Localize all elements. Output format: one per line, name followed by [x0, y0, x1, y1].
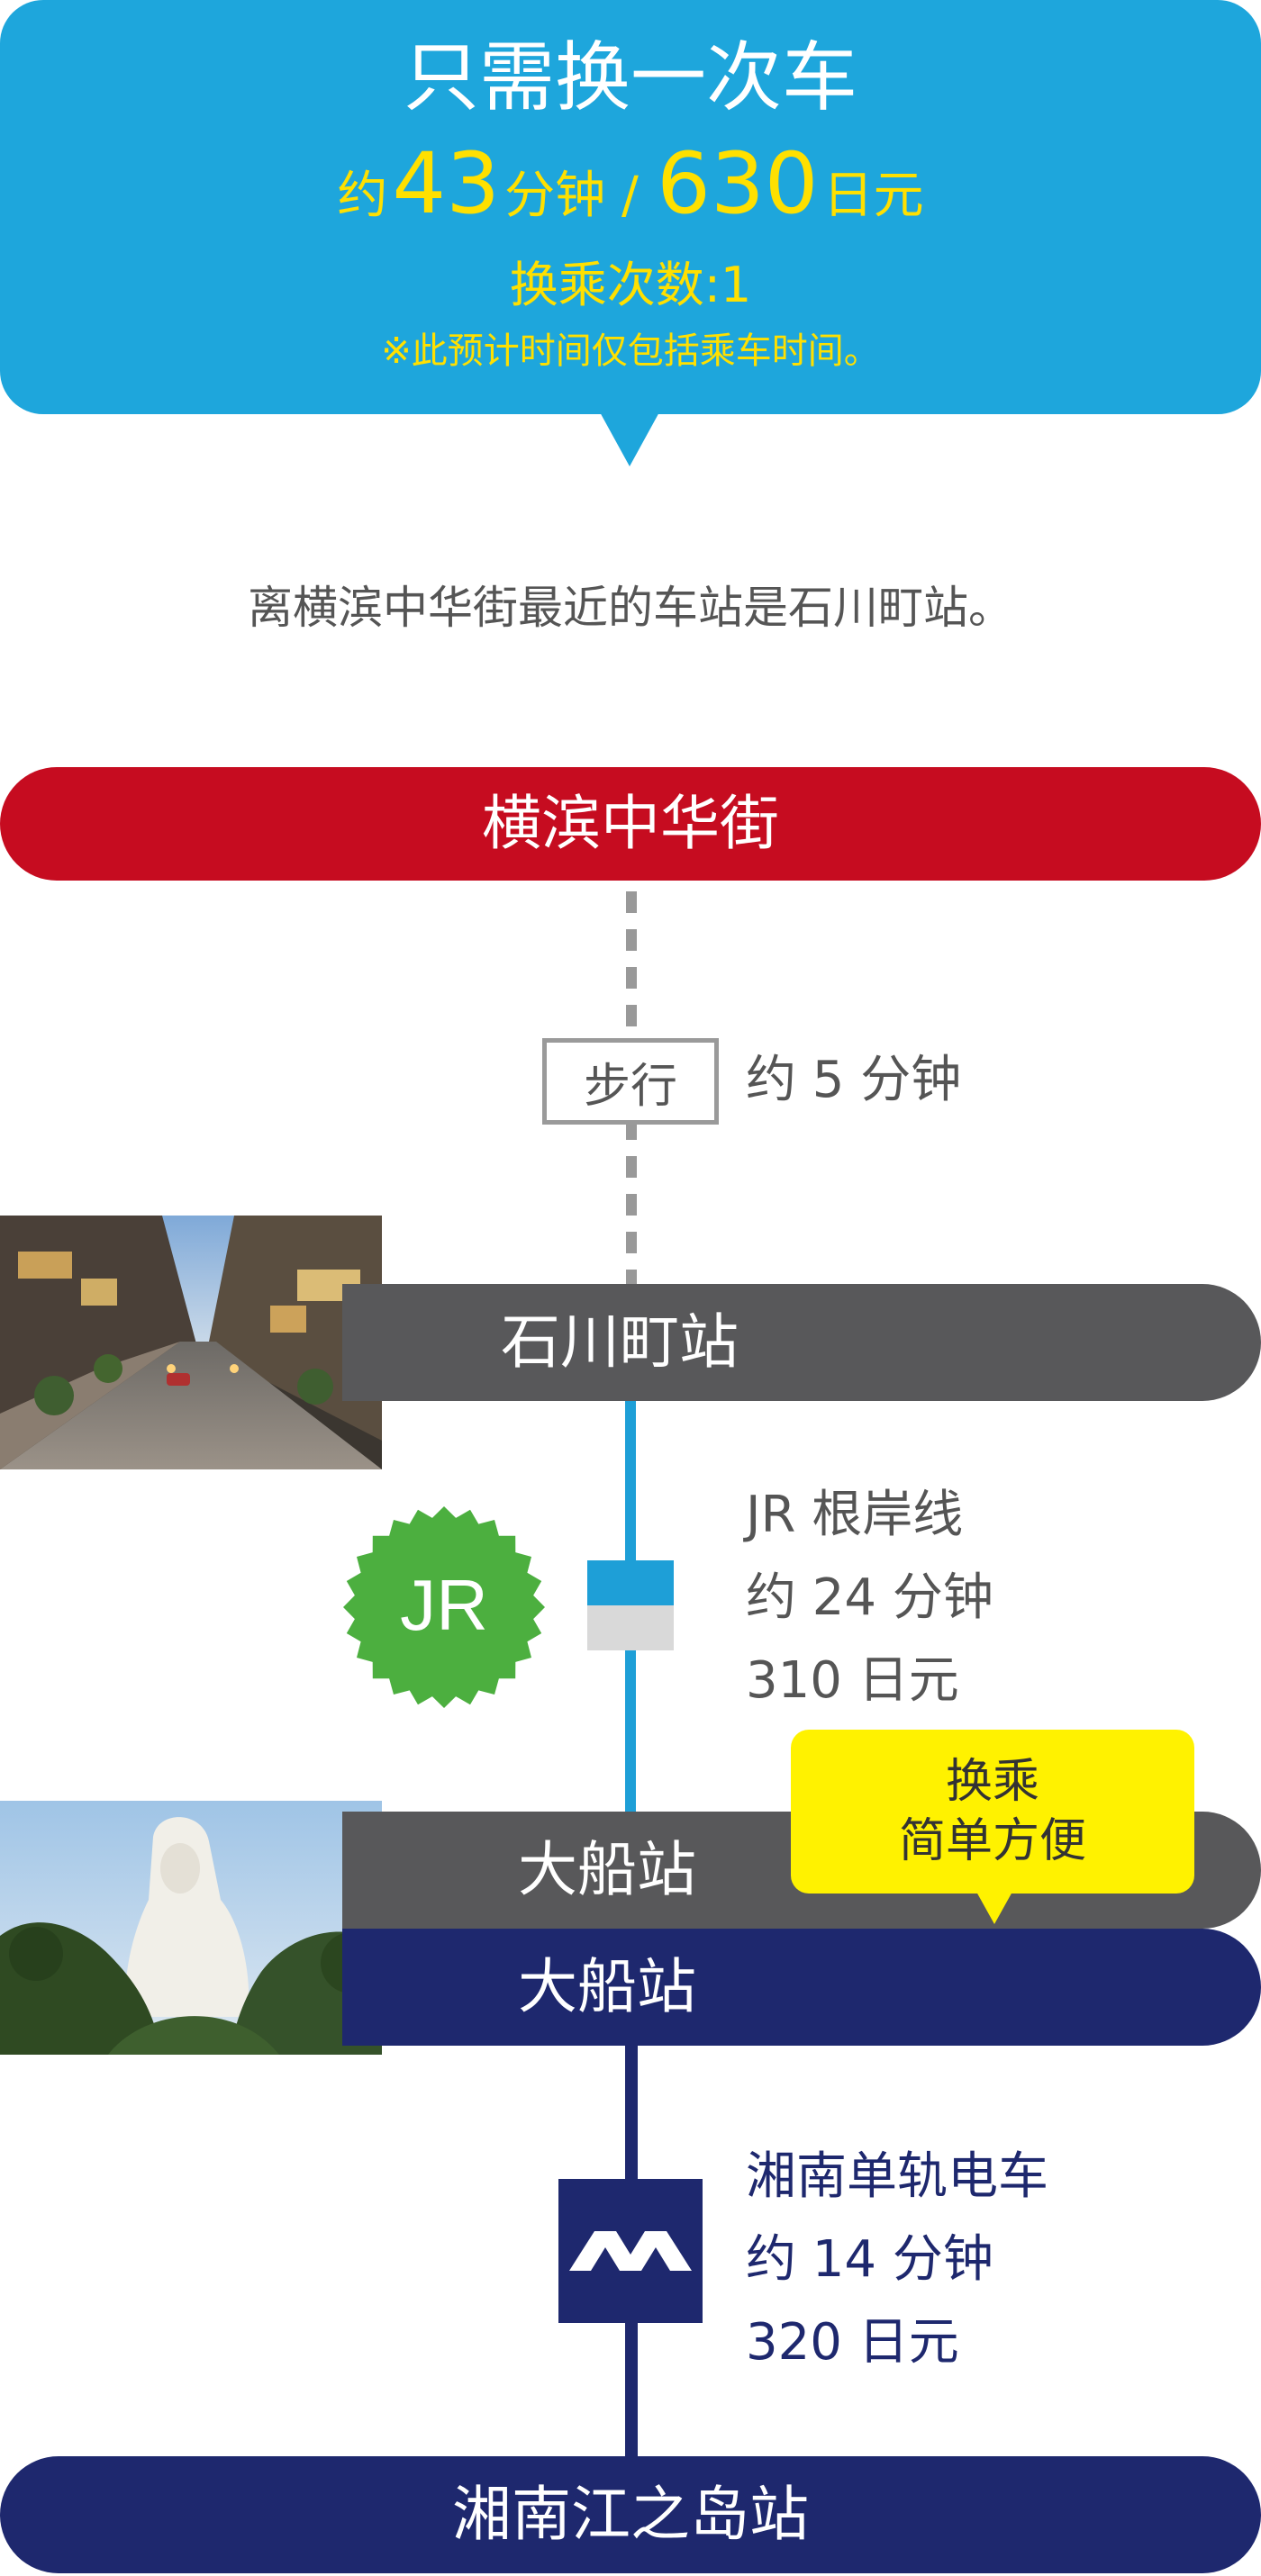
shonan-line-name: 湘南单轨电车: [746, 2136, 1048, 2219]
shonan-segment-info: 湘南单轨电车 约 14 分钟 320 日元: [746, 2136, 1048, 2384]
destination-bar: 湘南江之岛站: [0, 2456, 1261, 2573]
summary-title: 只需换一次车: [0, 32, 1261, 122]
transfer-callout-line2: 简单方便: [899, 1812, 1086, 1871]
transfer-callout: 换乘 简单方便: [791, 1730, 1194, 1894]
street-photo: [0, 1216, 382, 1469]
shonan-travel-time: 约 14 分钟: [746, 2219, 1048, 2301]
jr-logo-icon: JR: [340, 1504, 548, 1711]
walk-badge: 步行: [542, 1038, 719, 1125]
walk-time: 约 5 分钟: [746, 1044, 961, 1116]
transfer-callout-line1: 换乘: [946, 1752, 1039, 1812]
time-disclaimer: ※此预计时间仅包括乘车时间。: [0, 326, 1261, 376]
transfer-callout-pointer: [976, 1892, 1012, 1924]
destination-label: 湘南江之岛站: [452, 2479, 809, 2551]
summary-time-fare: 约 43 分钟 / 630 日元: [0, 135, 1261, 233]
total-fare: 630: [657, 135, 818, 233]
jr-segment-info: JR 根岸线 约 24 分钟 310 日元: [746, 1474, 993, 1722]
ishikawacho-station-label: 石川町站: [501, 1306, 739, 1378]
origin-bar: 横滨中华街: [0, 767, 1261, 881]
jr-fare: 310 日元: [746, 1640, 993, 1722]
callout-pointer: [599, 411, 660, 466]
jr-logo-text: JR: [400, 1565, 488, 1645]
jr-line-name: JR 根岸线: [746, 1474, 993, 1557]
nearest-station-note: 离横滨中华街最近的车站是石川町站。: [0, 576, 1261, 639]
origin-label: 横滨中华街: [482, 788, 779, 860]
ishikawacho-station-bar: 石川町站: [342, 1284, 1261, 1401]
ofuna-kannon-photo: [0, 1801, 382, 2055]
fare-unit: 日元: [823, 167, 924, 225]
jr-travel-time: 约 24 分钟: [746, 1557, 993, 1640]
ofuna-shonan-station-bar: 大船站: [342, 1929, 1261, 2046]
approx-label: 约: [337, 167, 387, 225]
transfer-count: 换乘次数:1: [0, 254, 1261, 317]
train-car-icon: [587, 1560, 674, 1650]
minutes-unit: 分钟 /: [504, 167, 639, 225]
ofuna-shonan-station-label: 大船站: [518, 1951, 696, 2023]
ofuna-jr-station-label: 大船站: [518, 1834, 696, 1906]
shonan-fare: 320 日元: [746, 2301, 1048, 2384]
total-minutes: 43: [392, 135, 500, 233]
shonan-monorail-logo-icon: [558, 2179, 703, 2323]
